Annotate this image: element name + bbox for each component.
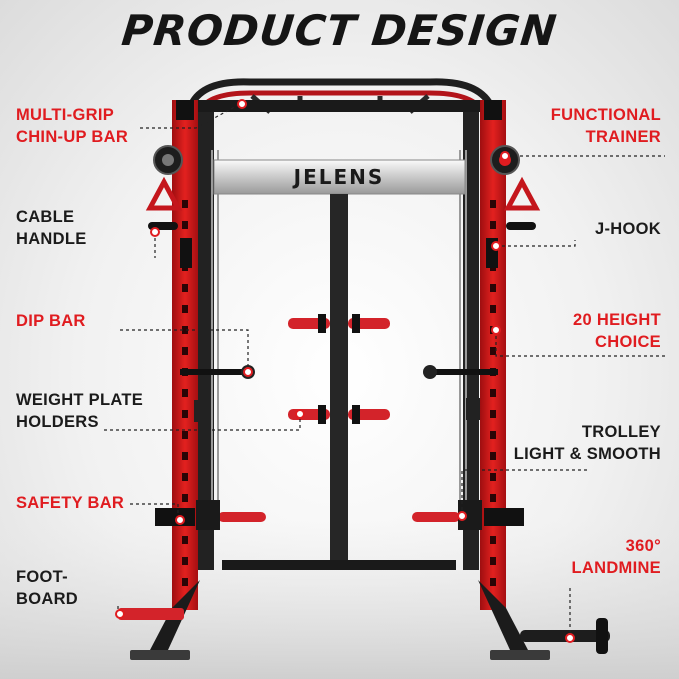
- base-rear-crossbar: [222, 560, 456, 570]
- post-hole: [490, 473, 496, 481]
- post-hole: [182, 452, 188, 460]
- label-line: HOLDERS: [16, 413, 99, 431]
- label-cable-handle: CABLE HANDLE: [16, 206, 87, 250]
- label-line: 20 HEIGHT: [573, 311, 661, 329]
- post-hole: [490, 557, 496, 565]
- foot-board: [118, 608, 184, 620]
- post-hole: [490, 389, 496, 397]
- post-hole: [182, 389, 188, 397]
- safety-bar-left: [218, 512, 266, 522]
- label-line: MULTI-GRIP: [16, 106, 115, 124]
- landmine-sleeve: [596, 618, 608, 654]
- label-20-height-choice: 20 HEIGHT CHOICE: [573, 309, 661, 353]
- post-hole: [490, 452, 496, 460]
- post-hole: [182, 347, 188, 355]
- label-trolley-light-smooth: TROLLEY LIGHT & SMOOTH: [514, 421, 661, 465]
- post-hole: [490, 347, 496, 355]
- label-line: FUNCTIONAL: [550, 106, 661, 124]
- safety-bar-right: [412, 512, 460, 522]
- post-hole: [490, 410, 496, 418]
- safety-bar-left-mount: [155, 508, 195, 526]
- post-hole: [182, 578, 188, 586]
- label-line: HANDLE: [16, 230, 87, 248]
- post-hole: [182, 557, 188, 565]
- post-hole: [490, 536, 496, 544]
- label-multi-grip-chin-up-bar: MULTI-GRIP CHIN-UP BAR: [16, 104, 128, 148]
- post-hole: [490, 221, 496, 229]
- post-hole: [490, 494, 496, 502]
- label-line: LIGHT & SMOOTH: [513, 445, 661, 463]
- post-hole: [182, 473, 188, 481]
- foot-plate-left: [130, 650, 190, 660]
- post-hole: [182, 410, 188, 418]
- post-hole: [182, 536, 188, 544]
- label-line: SAFETY BAR: [16, 494, 125, 512]
- post-hole: [490, 578, 496, 586]
- callout-lines: [104, 103, 665, 638]
- label-line: DIP BAR: [16, 312, 86, 330]
- label-line: LANDMINE: [571, 559, 661, 577]
- label-360-landmine: 360° LANDMINE: [572, 535, 661, 579]
- post-hole: [490, 200, 496, 208]
- post-hole: [182, 221, 188, 229]
- label-line: FOOT-: [16, 568, 68, 586]
- cable-handle-right-grip: [506, 222, 536, 230]
- post-hole: [182, 326, 188, 334]
- label-dip-bar: DIP BAR: [16, 310, 86, 332]
- brand-logo: JELENS: [292, 165, 385, 189]
- label-line: CHIN-UP BAR: [16, 128, 129, 146]
- post-hole: [182, 284, 188, 292]
- cable-handle-right: [503, 176, 541, 211]
- post-hole: [490, 431, 496, 439]
- trolley-right: [466, 398, 480, 420]
- back-left-post: [198, 100, 214, 570]
- safety-bar-right-mount: [484, 508, 524, 526]
- callout-dots: [115, 99, 575, 643]
- label-line: WEIGHT PLATE: [16, 391, 144, 409]
- top-crossbar: [183, 100, 496, 112]
- post-hole: [490, 305, 496, 313]
- post-cap-right: [484, 100, 502, 120]
- label-safety-bar: SAFETY BAR: [16, 492, 124, 514]
- label-line: J-HOOK: [595, 220, 661, 238]
- base-right-leg: [478, 580, 528, 650]
- label-line: TRAINER: [585, 128, 661, 146]
- label-foot-board: FOOT- BOARD: [16, 566, 78, 610]
- weight-plate-horns-upper: [288, 314, 390, 333]
- label-line: 360°: [625, 537, 661, 555]
- chin-up-frame: [186, 78, 496, 110]
- label-line: CABLE: [16, 208, 75, 226]
- label-line: TROLLEY: [581, 423, 661, 441]
- post-hole: [182, 200, 188, 208]
- post-cap-left: [176, 100, 194, 120]
- post-hole: [182, 494, 188, 502]
- pulley-left-hub: [162, 154, 174, 166]
- post-hole: [490, 284, 496, 292]
- label-functional-trainer: FUNCTIONAL TRAINER: [551, 104, 661, 148]
- safety-bar-left-sleeve: [196, 500, 220, 530]
- post-hole: [182, 431, 188, 439]
- label-line: BOARD: [16, 590, 78, 608]
- j-hook-left: [180, 238, 192, 268]
- center-storage-post: [330, 194, 348, 564]
- label-line: CHOICE: [595, 333, 661, 351]
- dip-bar-right-end: [423, 365, 437, 379]
- label-weight-plate-holders: WEIGHT PLATE HOLDERS: [16, 389, 143, 433]
- foot-plate-right: [490, 650, 550, 660]
- logo-crossbar: [213, 159, 466, 195]
- cable-handle-left: [145, 176, 183, 211]
- label-j-hook: J-HOOK: [595, 218, 661, 240]
- post-hole: [182, 305, 188, 313]
- trolley-left: [194, 400, 208, 422]
- landmine: [520, 630, 610, 642]
